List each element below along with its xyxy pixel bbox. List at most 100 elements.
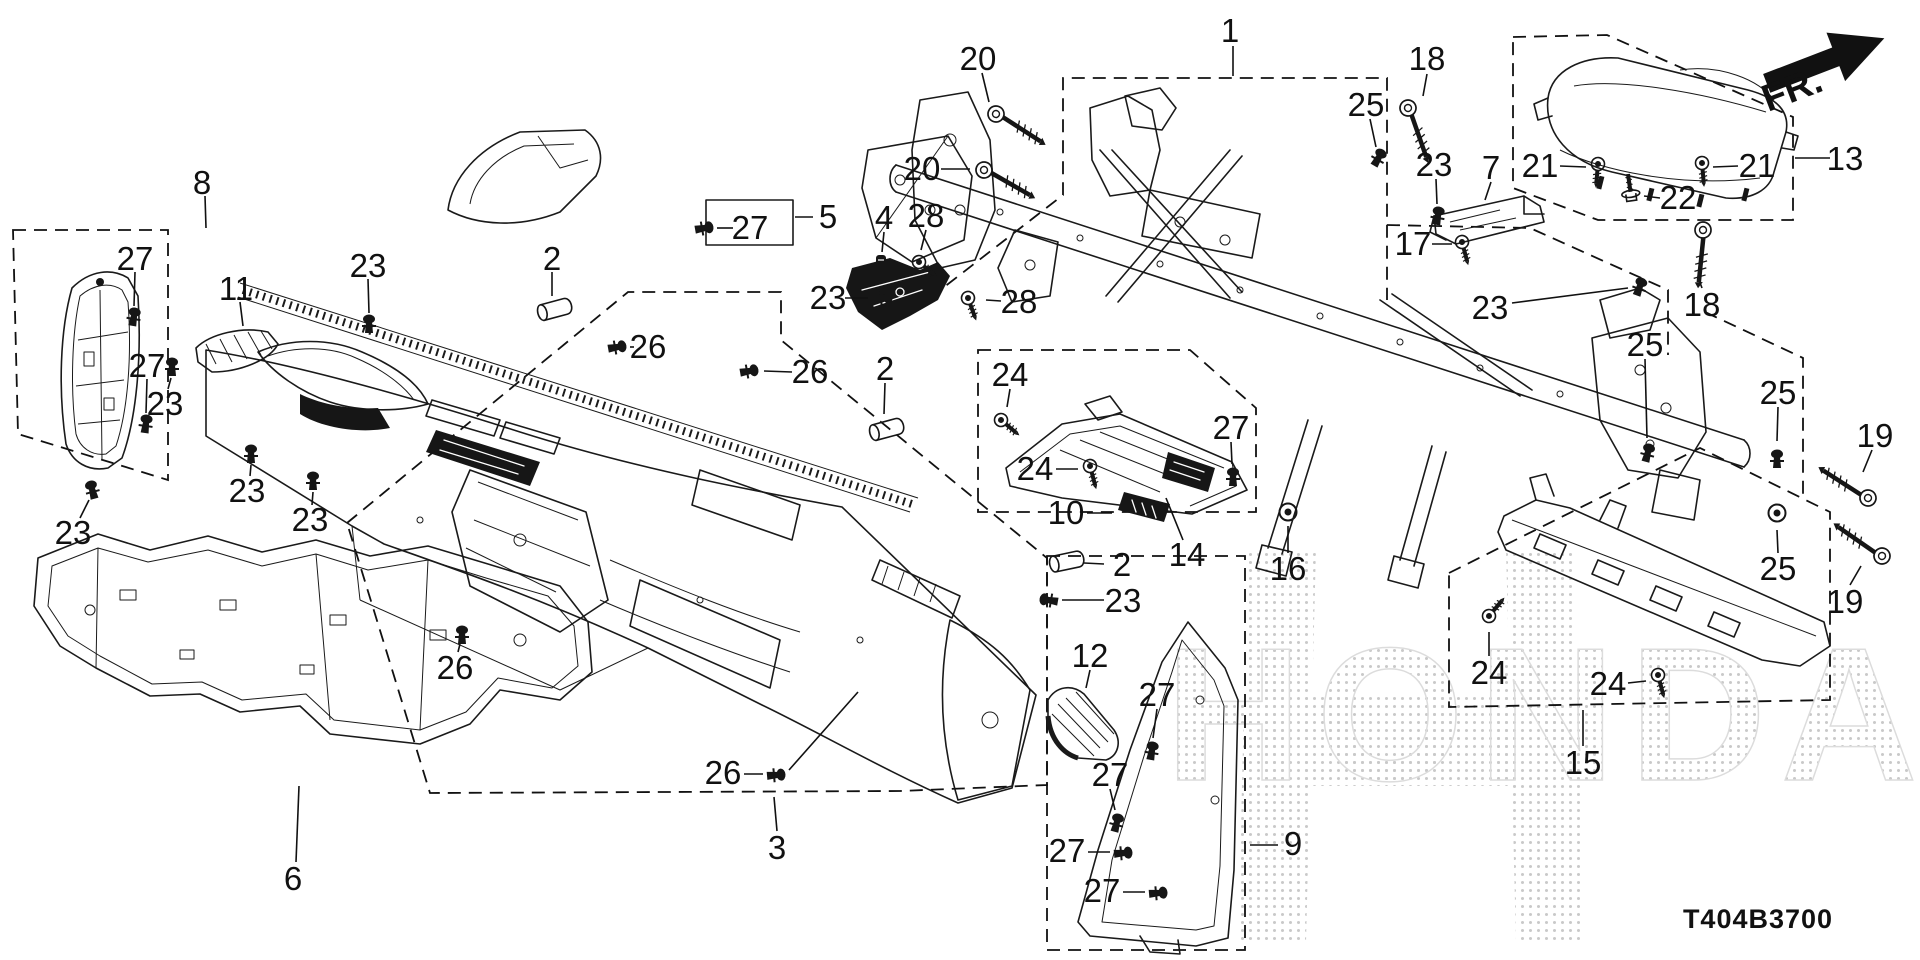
part-number-label[interactable]: 25	[1760, 550, 1797, 587]
group-box-14	[977, 349, 1257, 513]
callout-25-31: 25	[1760, 374, 1797, 469]
part-number-label[interactable]: 2	[543, 240, 561, 277]
boltlong-icon	[1812, 464, 1880, 509]
part-number-label[interactable]: 24	[1590, 665, 1627, 702]
part-number-label[interactable]: 21	[1522, 147, 1559, 184]
dashed-group-boxes	[12, 34, 1831, 951]
part-number-label[interactable]: 10	[1048, 494, 1085, 531]
part-number-label[interactable]: 26	[437, 649, 474, 686]
part-number-label[interactable]: 25	[1627, 326, 1664, 363]
part-number-label[interactable]: 18	[1409, 40, 1446, 77]
part-number-label[interactable]: 17	[1395, 225, 1432, 262]
callout-14-42: 14	[1165, 497, 1206, 573]
part-number-label[interactable]: 27	[1092, 756, 1129, 793]
part-number-label[interactable]: 6	[284, 860, 302, 897]
part-number-label[interactable]: 27	[1084, 872, 1121, 909]
callout-26-35: 26	[605, 328, 667, 365]
part-number-label[interactable]: 23	[1105, 582, 1142, 619]
part-number-label[interactable]: 27	[1139, 676, 1176, 713]
part-number-label[interactable]: 23	[1416, 146, 1453, 183]
group-boundary-right-b	[1704, 311, 1804, 498]
part-number-label[interactable]: 26	[792, 353, 829, 390]
part-number-label[interactable]: 5	[819, 198, 837, 235]
part-number-label[interactable]: 20	[904, 150, 941, 187]
part-number-label[interactable]: 22	[1660, 179, 1697, 216]
part-number-label[interactable]: 12	[1072, 637, 1109, 674]
part-number-label[interactable]: 23	[1472, 289, 1509, 326]
bracket-4-drawing	[846, 258, 950, 330]
side-vent-12-drawing	[1045, 687, 1119, 761]
callout-18-20: 18	[1395, 40, 1446, 165]
callout-21-24: 21	[1522, 147, 1608, 191]
part-number-label[interactable]: 28	[1001, 283, 1038, 320]
part-number-label[interactable]: 23	[229, 472, 266, 509]
leader-line	[133, 271, 136, 307]
callout-21-25: 21	[1692, 147, 1776, 190]
pillar-garnish-9-drawing	[1077, 621, 1239, 955]
part-number-label[interactable]: 24	[1471, 654, 1508, 691]
part-number-label[interactable]: 9	[1284, 825, 1302, 862]
part-number-label[interactable]: 23	[147, 385, 184, 422]
part-number-label[interactable]: 24	[1017, 450, 1054, 487]
glove-box-14-drawing	[1005, 395, 1248, 515]
part-number-label[interactable]: 11	[219, 270, 253, 307]
part-number-label[interactable]: 23	[292, 501, 329, 538]
group-box-13	[1512, 34, 1794, 221]
part-number-label[interactable]: 2	[1113, 546, 1131, 583]
part-number-label[interactable]: 19	[1857, 417, 1894, 454]
leader-line	[167, 377, 172, 390]
part-number-label[interactable]: 21	[1739, 147, 1776, 184]
leader-line	[1712, 165, 1739, 168]
part-number-label[interactable]: 27	[732, 209, 769, 246]
callout-2-9: 2	[535, 240, 575, 323]
leader-line	[79, 499, 90, 519]
side-panel-8-drawing	[60, 271, 140, 470]
leader-line	[249, 464, 252, 477]
part-number-label[interactable]: 26	[630, 328, 667, 365]
part-number-label[interactable]: 7	[1482, 149, 1500, 186]
clip-icon	[1112, 844, 1135, 862]
part-number-label[interactable]: 8	[193, 164, 211, 201]
leader-line	[788, 691, 859, 771]
part-number-label[interactable]: 25	[1760, 374, 1797, 411]
part-number-label[interactable]: 1	[1221, 12, 1239, 49]
part-number-label[interactable]: 26	[705, 754, 742, 791]
part-number-label[interactable]: 16	[1270, 550, 1307, 587]
honda-watermark: HONDA	[1164, 548, 1918, 942]
leader-line	[1165, 497, 1184, 541]
part-number-label[interactable]: 27	[1213, 409, 1250, 446]
callout-20-13: 20	[904, 150, 1041, 202]
part-number-label[interactable]: 28	[908, 197, 945, 234]
part-number-label[interactable]: 23	[810, 279, 847, 316]
part-number-label[interactable]: 15	[1565, 744, 1602, 781]
callout-10-41: 10	[1048, 494, 1112, 531]
diagram-code: T404B3700	[1683, 904, 1833, 934]
part-number-label[interactable]: 19	[1827, 583, 1864, 620]
leader-line	[1643, 195, 1661, 199]
part-number-label[interactable]: 23	[55, 514, 92, 551]
part-number-label[interactable]: 24	[992, 356, 1029, 393]
part-number-label[interactable]: 14	[1169, 536, 1206, 573]
part-number-label[interactable]: 23	[350, 247, 387, 284]
group-box-15	[1448, 446, 1831, 708]
part-number-label[interactable]: 18	[1684, 286, 1721, 323]
part-number-label[interactable]: 2	[876, 350, 894, 387]
part-number-label[interactable]: 25	[1348, 86, 1385, 123]
part-number-label[interactable]: 27	[1049, 832, 1086, 869]
part-number-label[interactable]: 13	[1827, 140, 1864, 177]
callout-8-0: 8	[193, 164, 211, 229]
leader-line	[1085, 669, 1091, 689]
clip-icon	[765, 766, 788, 784]
part-number-label[interactable]: 27	[129, 347, 166, 384]
part-number-label[interactable]: 27	[117, 240, 154, 277]
part-number-label[interactable]: 20	[960, 40, 997, 77]
part-number-label[interactable]: 4	[875, 199, 893, 236]
grommet-icon	[1278, 502, 1298, 522]
boltlong-icon	[984, 103, 1052, 148]
callout-23-7: 23	[229, 443, 266, 509]
part-number-label[interactable]: 3	[768, 829, 786, 866]
clip-icon	[82, 477, 103, 502]
clip-icon	[1147, 884, 1170, 902]
leader-line	[1435, 178, 1438, 205]
